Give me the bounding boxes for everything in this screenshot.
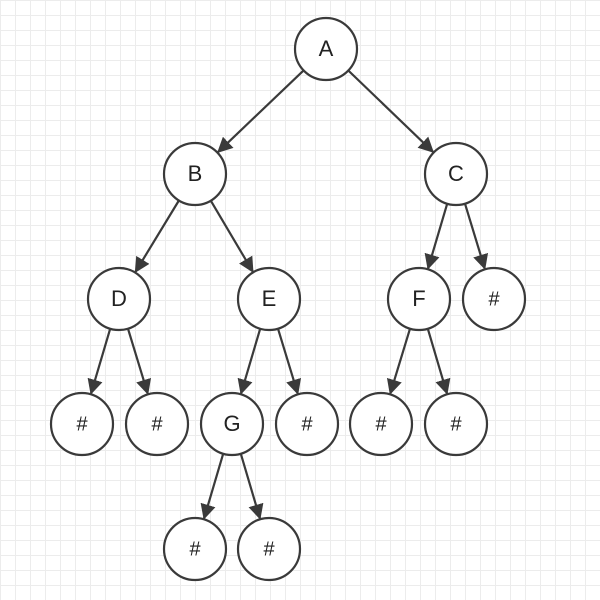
node-label: #: [488, 288, 500, 310]
edge-F-to-F_l: [386, 328, 412, 395]
tree-node-D_l: #: [49, 391, 115, 457]
edge-F-to-F_r: [426, 328, 451, 395]
node-label: #: [76, 413, 88, 435]
tree-node-D_r: #: [124, 391, 190, 457]
node-circle: [162, 141, 228, 207]
node-circle: [49, 391, 115, 457]
tree-node-G: G: [199, 391, 265, 457]
edge-B-to-D: [134, 199, 180, 274]
node-circle: [124, 391, 190, 457]
nodes-layer: A B C D E F # # # G # # # # #: [49, 16, 527, 582]
node-label: #: [450, 413, 462, 435]
node-label: #: [189, 538, 201, 560]
node-circle: [236, 516, 302, 582]
tree-node-D: D: [86, 266, 152, 332]
node-label: #: [263, 538, 275, 560]
node-circle: [293, 16, 359, 82]
tree-node-G_l: #: [162, 516, 228, 582]
edge-D-to-D_l: [87, 328, 112, 395]
edges-layer: [87, 69, 489, 520]
node-circle: [236, 266, 302, 332]
node-circle: [348, 391, 414, 457]
node-label: E: [262, 286, 277, 311]
edge-A-to-C: [347, 69, 435, 153]
node-label: #: [151, 413, 163, 435]
node-label: F: [412, 286, 425, 311]
tree-node-F: F: [386, 266, 452, 332]
node-label: C: [448, 161, 464, 186]
edge-A-to-B: [217, 69, 305, 153]
node-label: A: [319, 36, 334, 61]
node-label: #: [301, 413, 313, 435]
node-circle: [423, 391, 489, 457]
node-circle: [386, 266, 452, 332]
tree-node-G_r: #: [236, 516, 302, 582]
edge-E-to-E_r: [276, 328, 302, 395]
edge-E-to-G: [237, 328, 262, 395]
edge-D-to-D_r: [126, 328, 152, 395]
tree-node-A: A: [293, 16, 359, 82]
edge-G-to-G_r: [239, 453, 264, 520]
node-circle: [461, 266, 527, 332]
tree-node-C: C: [423, 141, 489, 207]
tree-node-F_l: #: [348, 391, 414, 457]
node-circle: [274, 391, 340, 457]
tree-node-F_r: #: [423, 391, 489, 457]
tree-node-E: E: [236, 266, 302, 332]
tree-node-C_r: #: [461, 266, 527, 332]
node-label: G: [223, 411, 240, 436]
node-label: #: [375, 413, 387, 435]
node-circle: [162, 516, 228, 582]
node-circle: [423, 141, 489, 207]
edge-G-to-G_l: [200, 453, 225, 520]
tree-node-E_r: #: [274, 391, 340, 457]
edge-B-to-E: [209, 200, 254, 273]
node-circle: [199, 391, 265, 457]
edge-C-to-F: [424, 203, 449, 270]
edge-C-to-C_r: [463, 203, 489, 270]
node-label: D: [111, 286, 127, 311]
node-circle: [86, 266, 152, 332]
tree-node-B: B: [162, 141, 228, 207]
node-label: B: [188, 161, 203, 186]
